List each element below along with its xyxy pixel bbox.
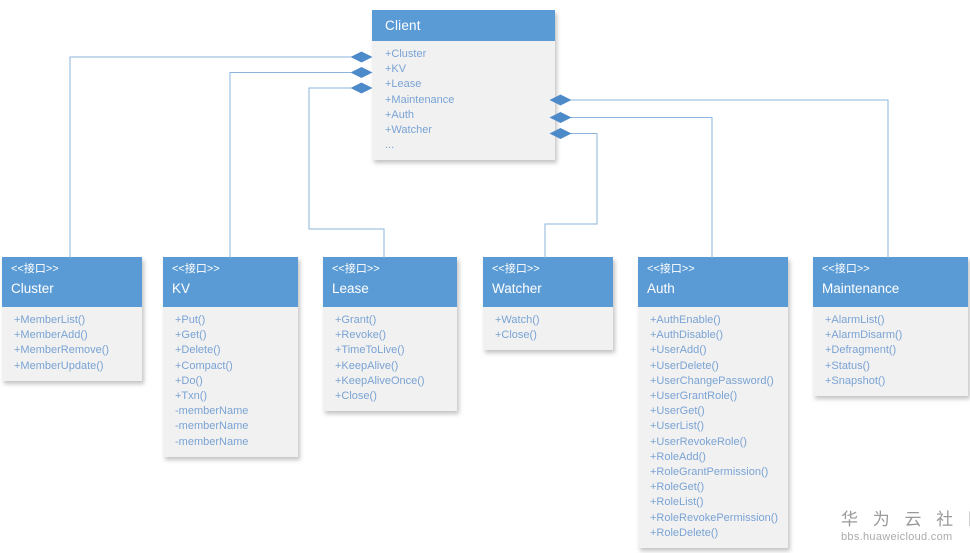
interface-watcher-members: +Watch() +Close() — [483, 307, 613, 351]
connector-client-auth — [571, 117, 713, 258]
interface-name: Lease — [332, 281, 369, 296]
member-row: +Maintenance — [385, 93, 455, 106]
stereotype-label: <<接口>> — [11, 263, 59, 275]
member-row: +RoleDelete() — [650, 526, 719, 539]
member-row: +AuthDisable() — [650, 329, 724, 342]
member-row: ... — [385, 139, 395, 152]
member-row: +Cluster — [385, 48, 427, 60]
stereotype-label: <<接口>> — [647, 263, 695, 275]
stereotype-label: <<接口>> — [172, 263, 220, 275]
member-row: -memberName — [175, 420, 249, 433]
interface-watcher-header: <<接口>> Watcher — [483, 257, 613, 307]
member-row: +Revoke() — [335, 329, 387, 342]
member-row: +MemberAdd() — [14, 329, 88, 342]
member-row: +KeepAliveOnce() — [335, 374, 425, 387]
interface-cluster: <<接口>> Cluster +MemberList() +MemberAdd()… — [2, 257, 142, 381]
member-row: +Watcher — [385, 124, 432, 137]
member-row: +UserGrantRole() — [650, 390, 738, 403]
interface-name: KV — [172, 281, 191, 296]
connector-client-maintenance — [571, 99, 889, 258]
composition-diamond-icon — [350, 51, 373, 63]
interface-kv-members: +Put() +Get() +Delete() +Compact() +Do() +Txn… — [163, 307, 298, 457]
class-client-title: Client — [385, 18, 421, 33]
interface-kv-header: <<接口>> KV — [163, 257, 298, 307]
member-row: +Put() — [175, 314, 206, 326]
member-row: +Close() — [495, 329, 537, 342]
interface-maintenance-header: <<接口>> Maintenance — [813, 257, 968, 307]
interface-auth-header: <<接口>> Auth — [638, 257, 788, 307]
interface-maintenance-members: +AlarmList() +AlarmDisarm() +Defragment() +… — [813, 307, 968, 397]
member-row: +RoleRevokePermission() — [650, 511, 779, 524]
stereotype-label: <<接口>> — [492, 263, 540, 275]
member-row: +Delete() — [175, 344, 221, 357]
member-row: +UserRevokeRole() — [650, 435, 747, 448]
interface-lease-header: <<接口>> Lease — [323, 257, 457, 307]
member-row: +Do() — [175, 374, 203, 387]
connector-client-cluster — [69, 56, 351, 258]
member-row: +RoleGet() — [650, 481, 705, 494]
watermark-url: bbs.huaweicloud.com — [841, 531, 953, 543]
member-row: +Txn() — [175, 390, 208, 403]
member-row: +UserChangePassword() — [650, 374, 774, 387]
watermark-title: 华 为 云 社 区 — [841, 510, 970, 529]
class-client: Client +Cluster +KV +Lease +Maintenance +Aut… — [372, 10, 555, 161]
interface-lease: <<接口>> Lease +Grant() +Revoke() +TimeToLiv… — [323, 257, 457, 412]
member-row: +AlarmList() — [825, 314, 885, 326]
member-row: +Defragment() — [825, 344, 897, 357]
interface-name: Auth — [647, 281, 675, 296]
interface-name: Cluster — [11, 281, 54, 296]
member-row: +Status() — [825, 359, 870, 372]
member-row: +UserGet() — [650, 405, 705, 418]
member-row: +UserDelete() — [650, 359, 719, 372]
member-row: -memberName — [175, 435, 249, 448]
member-row: +KeepAlive() — [335, 359, 399, 372]
member-row: +RoleAdd() — [650, 450, 706, 463]
composition-diamond-icon — [350, 67, 373, 78]
interface-name: Maintenance — [822, 281, 900, 296]
stereotype-label: <<接口>> — [332, 263, 380, 275]
member-row: +Auth — [385, 108, 415, 121]
member-row: +AuthEnable() — [650, 314, 721, 326]
class-client-header: Client — [372, 10, 555, 41]
interface-name: Watcher — [492, 281, 542, 296]
member-row: +MemberRemove() — [14, 344, 110, 357]
member-row: +UserList() — [650, 420, 705, 433]
stereotype-label: <<接口>> — [822, 263, 870, 275]
interface-lease-members: +Grant() +Revoke() +TimeToLive() +KeepAlive… — [323, 307, 457, 412]
interface-maintenance: <<接口>> Maintenance +AlarmList() +AlarmDis… — [813, 257, 968, 397]
member-row: +Compact() — [175, 359, 233, 372]
connector-client-kv — [229, 72, 351, 258]
member-row: +RoleList() — [650, 496, 704, 509]
interface-kv: <<接口>> KV +Put() +Get() +Delete() +Compact(… — [163, 257, 298, 457]
composition-diamond-icon — [350, 82, 373, 94]
member-row: -memberName — [175, 405, 249, 418]
member-row: +Get() — [175, 329, 207, 342]
interface-auth-members: +AuthEnable() +AuthDisable() +UserAdd() +Us… — [638, 307, 788, 549]
watermark: 华 为 云 社 区 bbs.huaweicloud.com — [841, 505, 970, 543]
member-row: +MemberUpdate() — [14, 359, 104, 372]
member-row: +Watch() — [495, 314, 540, 326]
interface-cluster-members: +MemberList() +MemberAdd() +MemberRemove()… — [2, 307, 142, 381]
member-row: +RoleGrantPermission() — [650, 466, 769, 479]
member-row: +AlarmDisarm() — [825, 329, 903, 342]
interface-auth: <<接口>> Auth +AuthEnable()+AuthDisable()+… — [638, 257, 788, 549]
member-row: +TimeToLive() — [335, 344, 405, 357]
member-row: +Lease — [385, 78, 422, 91]
interface-cluster-header: <<接口>> Cluster — [2, 257, 142, 307]
member-row: +Grant() — [335, 314, 377, 326]
member-row: +MemberList() — [14, 314, 86, 326]
interface-watcher: <<接口>> Watcher +Watch() +Close() — [483, 257, 613, 351]
member-row: +KV — [385, 63, 407, 76]
member-row: +Snapshot() — [825, 374, 886, 387]
member-row: +Close() — [335, 390, 377, 403]
member-row: +UserAdd() — [650, 344, 707, 357]
class-client-members: +Cluster +KV +Lease +Maintenance +Auth +Watch… — [372, 41, 555, 161]
